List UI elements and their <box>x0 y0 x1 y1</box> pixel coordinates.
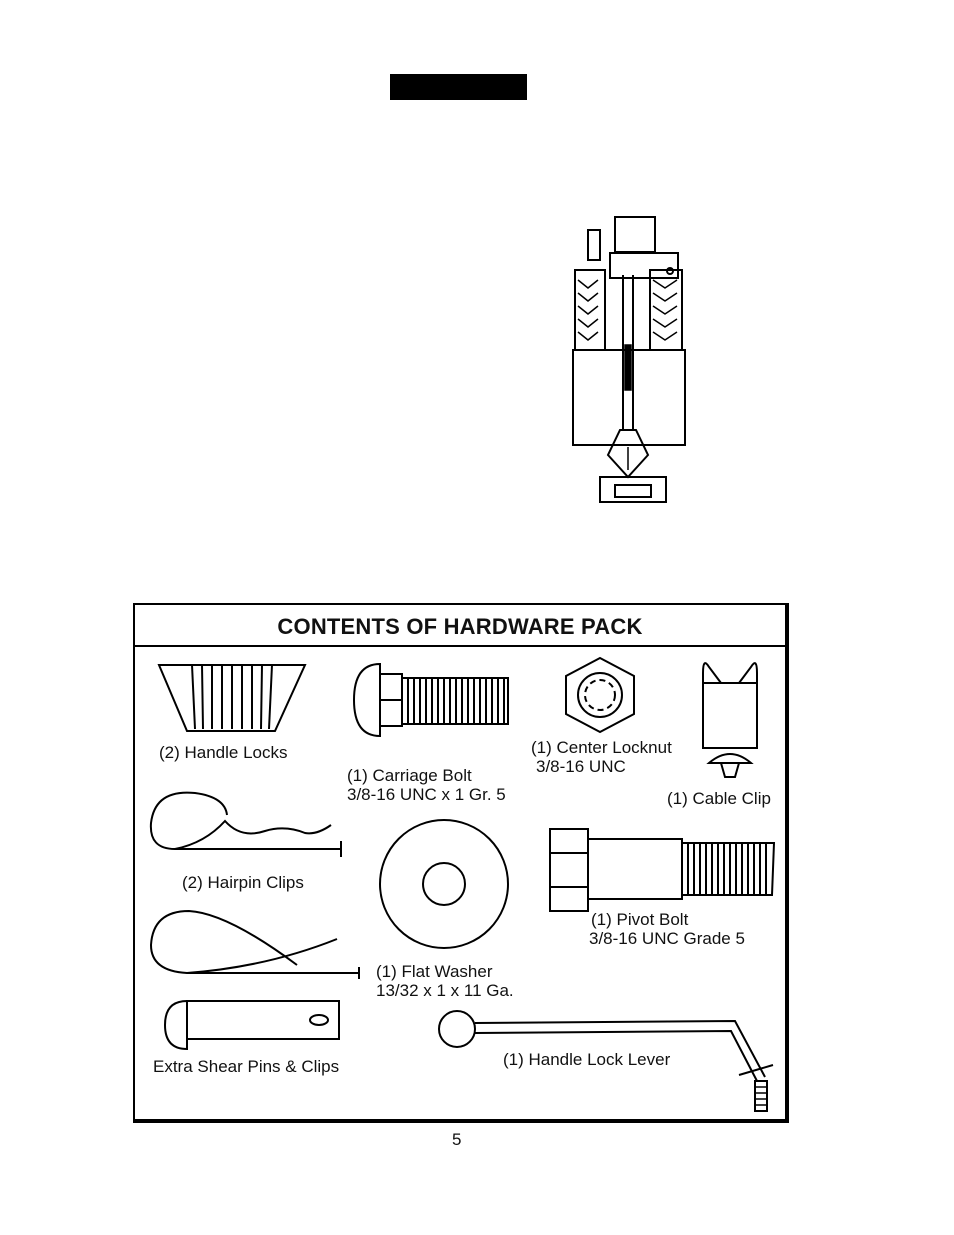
pivot-bolt-label: (1) Pivot Bolt 3/8-16 UNC Grade 5 <box>591 910 745 948</box>
handle-locks-label: (2) Handle Locks <box>159 743 288 762</box>
pivot-bolt-drawing <box>546 825 778 915</box>
center-locknut-drawing <box>560 655 640 735</box>
handle-lock-drawing <box>157 661 307 733</box>
carriage-bolt-line-2: 3/8-16 UNC x 1 Gr. 5 <box>347 785 506 804</box>
carriage-bolt-drawing <box>350 660 510 740</box>
flat-washer-line-2: 13/32 x 1 x 11 Ga. <box>376 981 514 1000</box>
carriage-bolt-label: (1) Carriage Bolt 3/8-16 UNC x 1 Gr. 5 <box>347 766 506 804</box>
handle-lock-lever-label: (1) Handle Lock Lever <box>503 1050 670 1069</box>
center-locknut-line-2: 3/8-16 UNC <box>531 757 672 776</box>
pivot-bolt-line-1: (1) Pivot Bolt <box>591 910 745 929</box>
pivot-bolt-line-2: 3/8-16 UNC Grade 5 <box>589 929 745 948</box>
shear-pin-and-clip-drawing <box>147 905 362 1055</box>
assembly-illustration <box>570 215 690 510</box>
header-bar <box>390 74 527 100</box>
hairpin-clip-drawing <box>145 783 345 863</box>
page-number: 5 <box>452 1130 461 1150</box>
hairpin-clips-label: (2) Hairpin Clips <box>182 873 304 892</box>
flat-washer-drawing <box>377 817 512 952</box>
center-locknut-line-1: (1) Center Locknut <box>531 738 672 757</box>
panel-title: CONTENTS OF HARDWARE PACK <box>135 614 785 640</box>
flat-washer-label: (1) Flat Washer 13/32 x 1 x 11 Ga. <box>376 962 514 1000</box>
shear-pins-label: Extra Shear Pins & Clips <box>153 1057 339 1076</box>
cable-clip-drawing <box>695 653 765 783</box>
carriage-bolt-line-1: (1) Carriage Bolt <box>347 766 506 785</box>
panel-header: CONTENTS OF HARDWARE PACK <box>135 605 785 647</box>
cable-clip-label: (1) Cable Clip <box>667 789 771 808</box>
flat-washer-line-1: (1) Flat Washer <box>376 962 514 981</box>
hardware-pack-panel: CONTENTS OF HARDWARE PACK (2) Handle Loc… <box>133 603 789 1123</box>
center-locknut-label: (1) Center Locknut 3/8-16 UNC <box>531 738 672 776</box>
